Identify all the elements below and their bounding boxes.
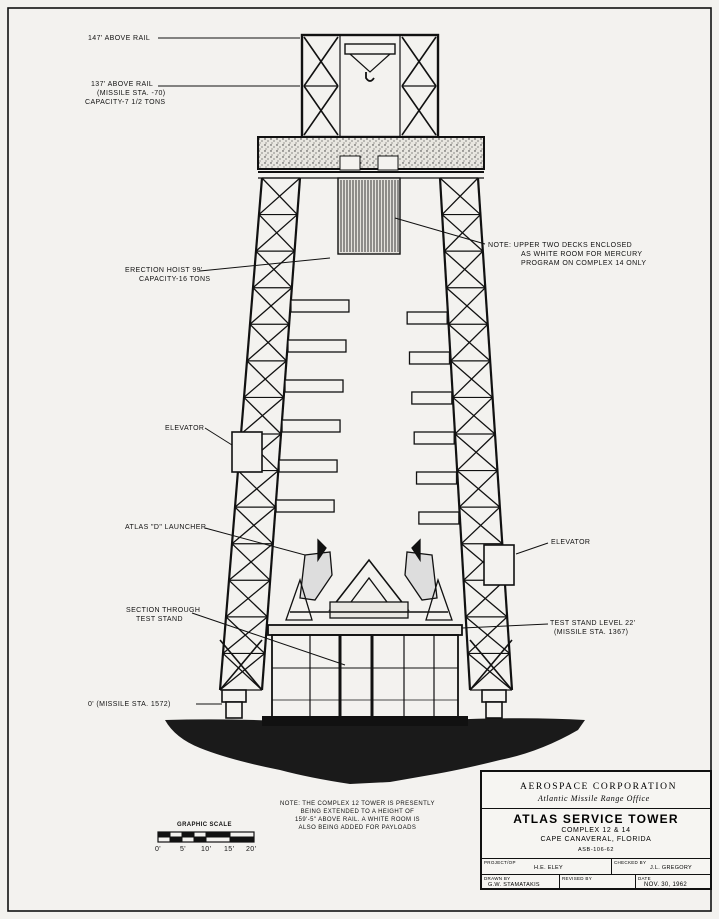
sheet-border: [7, 7, 712, 912]
note-upper-decks: NOTE: UPPER TWO DECKS ENCLOSED AS WHITE …: [488, 242, 647, 267]
label-elevator-right: ELEVATOR: [551, 539, 591, 546]
leader-lines: [158, 37, 549, 705]
title-block-header: AEROSPACE CORPORATION Atlantic Missile R…: [482, 772, 710, 808]
scale-tick-10: 10': [201, 846, 212, 853]
date-label: DATE: [638, 876, 651, 881]
project-label: PROJECT/OP: [484, 860, 516, 865]
scale-tick-20: 20': [246, 846, 257, 853]
checked-label: CHECKED BY: [614, 860, 647, 865]
elevator-car-right: [483, 544, 515, 586]
label-test-stand-level: TEST STAND LEVEL 22' (MISSILE STA. 1367): [550, 620, 636, 636]
footings: [221, 689, 507, 719]
drawing-subtitle-location: CAPE CANAVERAL, FLORIDA: [540, 836, 652, 843]
date-value: NOV. 30, 1962: [644, 882, 688, 888]
title-block-row-2: DRAWN BY G.W. STAMATAKIS REVISED BY DATE…: [482, 874, 710, 890]
drawn-value: G.W. STAMATAKIS: [488, 882, 540, 888]
title-block: AEROSPACE CORPORATION Atlantic Missile R…: [480, 770, 712, 890]
atlas-d-launcher: [285, 538, 453, 621]
drawn-label: DRAWN BY: [484, 876, 511, 881]
label-137-above-rail: 137' ABOVE RAIL (MISSILE STA. -70) CAPAC…: [85, 81, 166, 106]
label-elevator-left: ELEVATOR: [165, 425, 205, 432]
graphic-scale-title: GRAPHIC SCALE: [177, 822, 232, 828]
label-section-test-stand: SECTION THROUGH TEST STAND: [126, 607, 201, 623]
scale-tick-0: 0': [155, 846, 162, 853]
elevator-car-left: [231, 431, 263, 473]
white-room: [337, 177, 401, 255]
project-value: H.E. ELEY: [534, 865, 563, 871]
label-atlas-d-launcher: ATLAS "D" LAUNCHER: [125, 524, 207, 531]
test-stand: [267, 624, 463, 718]
org-name: AEROSPACE CORPORATION: [520, 782, 678, 792]
drawing-title: ATLAS SERVICE TOWER: [513, 812, 679, 826]
drawing-subtitle-complex: COMPLEX 12 & 14: [561, 827, 631, 834]
scale-tick-15: 15': [224, 846, 235, 853]
drawing-number: ASB-106-62: [578, 847, 614, 853]
label-erection-hoist: ERECTION HOIST 99' CAPACITY-16 TONS: [125, 267, 211, 283]
label-zero-level: 0' (MISSILE STA. 1572): [88, 701, 171, 708]
title-section: [482, 808, 710, 858]
ground: [165, 716, 585, 784]
tower-cab: [300, 33, 440, 139]
note-complex-12: NOTE: THE COMPLEX 12 TOWER IS PRESENTLY …: [280, 801, 435, 831]
revised-label: REVISED BY: [562, 876, 593, 881]
label-147-above-rail: 147' ABOVE RAIL: [88, 35, 151, 42]
scale-tick-5: 5': [180, 846, 187, 853]
checked-value: J.L. GREGORY: [650, 865, 693, 871]
org-office: Atlantic Missile Range Office: [538, 794, 650, 803]
upper-platform: [257, 136, 485, 179]
title-block-row-1: PROJECT/OP H.E. ELEY CHECKED BY J.L. GRE…: [482, 858, 710, 874]
graphic-scale: [157, 831, 255, 843]
